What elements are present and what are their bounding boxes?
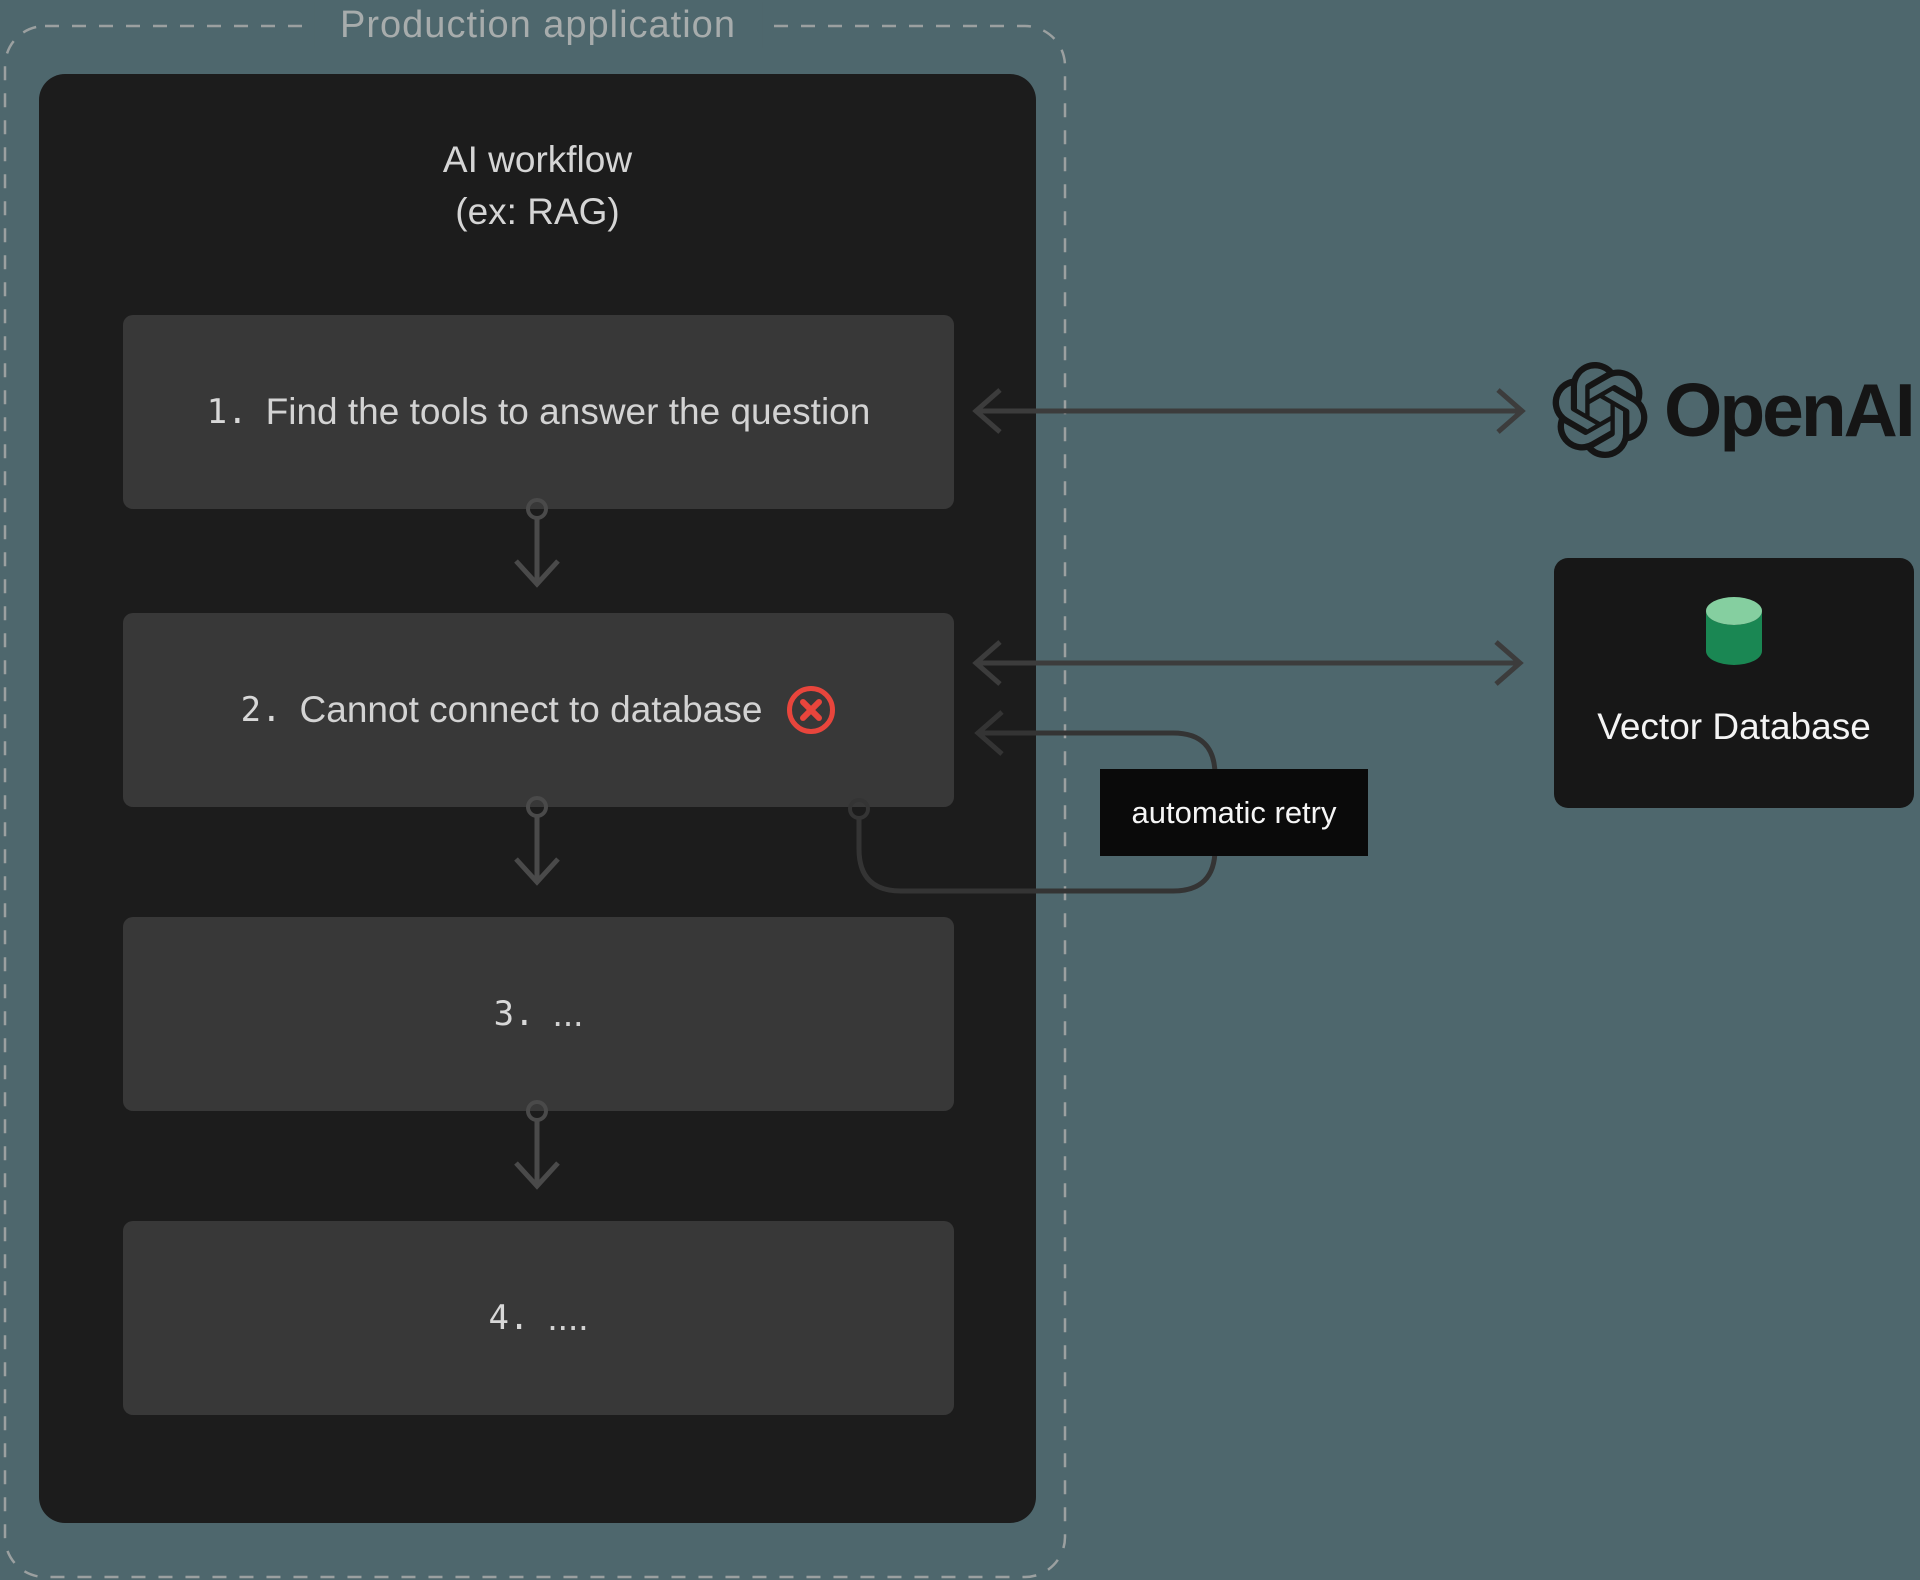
vector-database-card: Vector Database: [1554, 558, 1914, 808]
step-2-number: 2.: [240, 690, 282, 730]
openai-icon: [1552, 362, 1648, 458]
step-1-number: 1.: [206, 392, 248, 432]
vector-database-label: Vector Database: [1597, 706, 1871, 747]
step-3-number: 3.: [493, 994, 535, 1034]
step-2-text: Cannot connect to database: [299, 689, 763, 730]
production-application-label: Production application: [314, 2, 762, 48]
openai-wordmark: OpenAI: [1664, 368, 1916, 452]
step-3-text: ...: [552, 993, 584, 1034]
workflow-title: AI workflow (ex: RAG): [39, 134, 1036, 238]
step-3-box: 3. ...: [123, 917, 954, 1111]
step-4-box: 4. ....: [123, 1221, 954, 1415]
step-4-number: 4.: [488, 1298, 530, 1338]
step-4-text: ....: [547, 1297, 589, 1338]
openai-logo: OpenAI: [1552, 362, 1916, 458]
database-cylinder-icon: [1706, 597, 1762, 665]
error-icon: [787, 686, 836, 734]
workflow-title-line1: AI workflow: [442, 139, 633, 180]
retry-label: automatic retry: [1100, 769, 1368, 856]
ai-workflow-panel: AI workflow (ex: RAG) 1. Find the tools …: [39, 74, 1036, 1523]
step-1-text: Find the tools to answer the question: [265, 391, 871, 432]
step-1-box: 1. Find the tools to answer the question: [123, 315, 954, 509]
workflow-title-line2: (ex: RAG): [455, 191, 620, 232]
step-2-box: 2. Cannot connect to database: [123, 613, 954, 807]
